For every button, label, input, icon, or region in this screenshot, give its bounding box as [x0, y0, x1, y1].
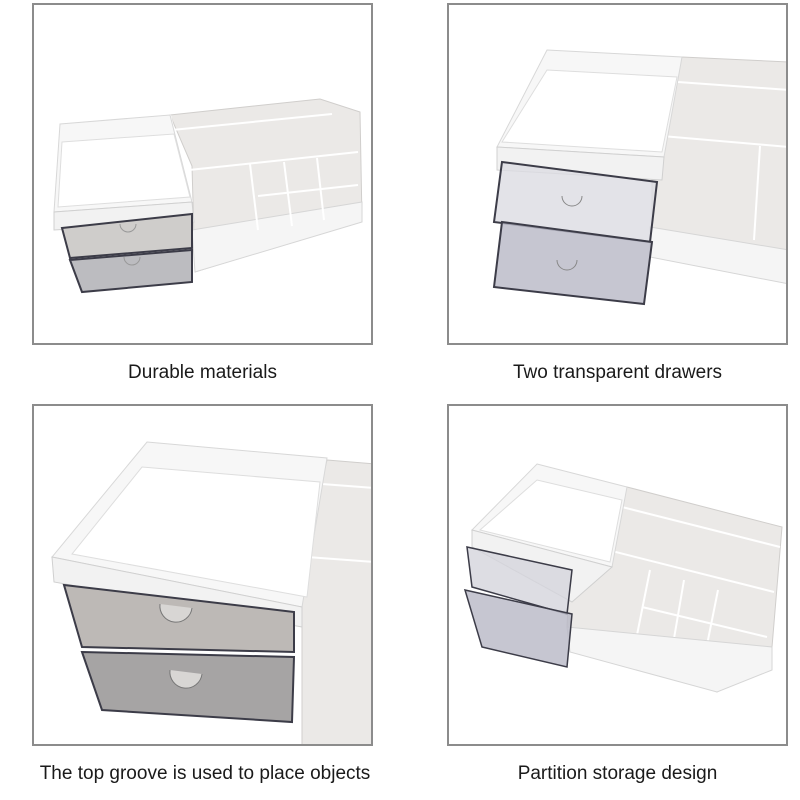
caption-top-groove: The top groove is used to place objects — [39, 763, 371, 784]
caption-two-transparent-drawers: Two transparent drawers — [512, 362, 723, 383]
product-image-frame-partition — [447, 404, 788, 746]
organizer-overview-image — [53, 98, 363, 294]
caption-partition-storage: Partition storage design — [517, 763, 718, 784]
product-image-frame-durable — [32, 3, 373, 345]
caption-durable-materials: Durable materials — [128, 362, 277, 383]
organizer-partition-image — [463, 463, 783, 693]
product-image-frame-top-groove — [32, 404, 373, 746]
organizer-drawers-image — [492, 49, 786, 306]
organizer-top-groove-image — [51, 441, 371, 744]
product-image-frame-drawers — [447, 3, 788, 345]
